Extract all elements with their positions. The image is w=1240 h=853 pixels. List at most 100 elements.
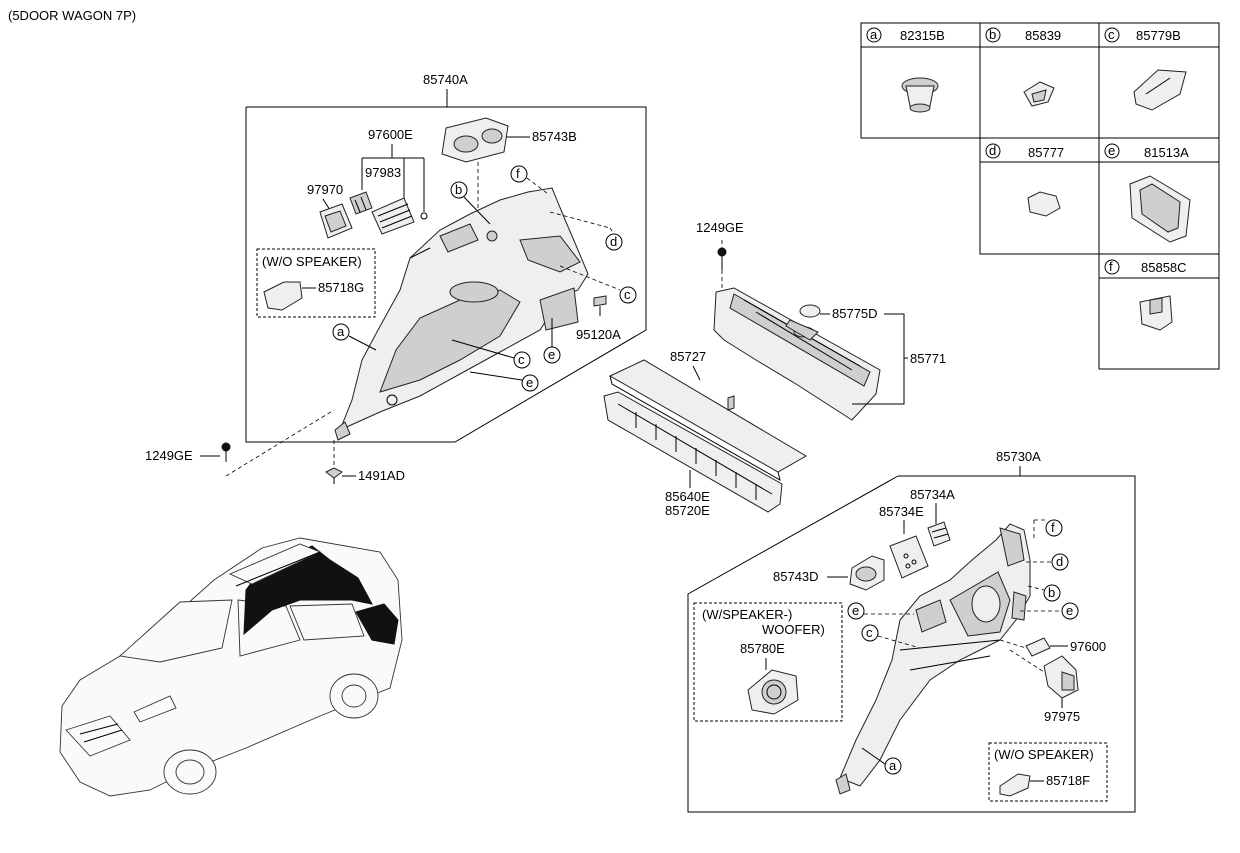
svg-text:a: a [337, 324, 345, 339]
label-85771: 85771 [910, 351, 946, 366]
callout-e-left-right: e [847, 602, 914, 620]
svg-text:e: e [548, 347, 555, 362]
cover-85718F [999, 773, 1031, 797]
svg-text:b: b [455, 182, 462, 197]
luggage-cover-85727 [608, 359, 807, 482]
label-85730A: 85730A [996, 449, 1041, 464]
left-quarter-trim-panel [334, 187, 589, 441]
legend-part-b: 85839 [1025, 28, 1061, 43]
callout-e-right: e [1020, 602, 1079, 620]
label-97983: 97983 [365, 165, 401, 180]
clip-1491AD [325, 467, 343, 484]
cover-85718G [263, 281, 303, 311]
svg-text:d: d [989, 143, 996, 158]
callout-c-lower-left: c [451, 339, 531, 369]
clip-85777-icon [1027, 191, 1061, 217]
screw-1249GE-center [717, 247, 727, 270]
speaker-grille-85780E [747, 669, 799, 715]
variant-w-speaker-woofer [693, 602, 843, 722]
callout-f-left: f [510, 165, 549, 195]
cup-holder-85743D [849, 555, 885, 591]
label-1249GE-left: 1249GE [145, 448, 193, 463]
variant-wo-speaker-right [988, 742, 1108, 802]
vent-97600 [1025, 637, 1051, 657]
legend-part-e: 81513A [1144, 145, 1189, 160]
svg-text:e: e [526, 375, 533, 390]
svg-text:c: c [866, 625, 873, 640]
callout-e-mid-left: e [543, 318, 561, 364]
legend-part-f: 85858C [1141, 260, 1187, 275]
clip-85779B-icon [1133, 69, 1187, 111]
label-85780E: 85780E [740, 641, 785, 656]
legend-cell-d: d 85777 [985, 143, 1064, 217]
trunk-sill-trim-85771 [713, 287, 881, 421]
legend-part-a: 82315B [900, 28, 945, 43]
clip-85775D [799, 304, 821, 318]
legend-part-c: 85779B [1136, 28, 1181, 43]
label-85718F: 85718F [1046, 773, 1090, 788]
clip-85839-icon [1023, 81, 1055, 107]
right-trim-assembly: 85730A 85734A 85734E 85743D [687, 449, 1136, 813]
svg-text:f: f [516, 166, 520, 181]
label-85718G: 85718G [318, 280, 364, 295]
vent-97975 [1043, 655, 1079, 699]
svg-text:d: d [610, 234, 617, 249]
legend-part-d: 85777 [1028, 145, 1064, 160]
center-parts: 1249GE 85775D 85771 85727 [603, 220, 946, 518]
callout-a-left: a [332, 323, 377, 351]
label-85740A: 85740A [423, 72, 468, 87]
callout-e-lower-left: e [469, 371, 539, 392]
svg-text:c: c [624, 287, 631, 302]
legend-cell-c: c 85779B [1104, 27, 1187, 111]
variant1-title-line1: (W/SPEAKER-) [702, 607, 792, 622]
callout-b-left: b [450, 181, 491, 225]
label-97975: 97975 [1044, 709, 1080, 724]
right-quarter-trim-panel [835, 523, 1031, 795]
svg-text:f: f [1109, 259, 1113, 274]
label-85743D: 85743D [773, 569, 819, 584]
clip-85858C-icon [1139, 295, 1173, 331]
fastener-legend: a 82315B b 85839 c 85779B [860, 22, 1220, 370]
vent-97600E [371, 197, 415, 235]
grille-85734A [927, 521, 951, 547]
label-1491AD: 1491AD [358, 468, 405, 483]
right-assembly-frame [687, 475, 1136, 813]
label-85640E: 85640E [665, 489, 710, 504]
left-trim-assembly: 85740A 97600E 97983 97970 85 [145, 72, 647, 484]
label-1249GE-center: 1249GE [696, 220, 744, 235]
svg-text:c: c [1108, 27, 1115, 42]
luggage-tray-85640E [603, 391, 783, 513]
svg-text:a: a [889, 758, 897, 773]
cup-holder-85743B [441, 117, 509, 163]
variant1-title-line2: WOOFER) [762, 622, 825, 637]
label-85720E: 85720E [665, 503, 710, 518]
legend-cell-b: b 85839 [985, 27, 1061, 107]
svg-text:e: e [852, 603, 859, 618]
callout-f-right: f [1033, 519, 1063, 540]
svg-text:f: f [1051, 520, 1055, 535]
svg-text:d: d [1056, 554, 1063, 569]
svg-text:c: c [518, 352, 525, 367]
label-85775D: 85775D [832, 306, 878, 321]
vehicle-illustration [59, 537, 403, 797]
variant-wo-speaker-left [256, 248, 376, 318]
diagram-header: (5DOOR WAGON 7P) [8, 8, 136, 23]
callout-c-right-left: c [559, 265, 637, 304]
screw-1249GE-left [221, 442, 231, 462]
legend-cell-f: f 85858C [1104, 259, 1187, 331]
svg-text:e: e [1108, 143, 1115, 158]
clip-95120A [593, 295, 607, 316]
label-97600: 97600 [1070, 639, 1106, 654]
label-97970: 97970 [307, 182, 343, 197]
svg-text:e: e [1066, 603, 1073, 618]
svg-text:a: a [870, 27, 878, 42]
left-assembly-frame [245, 106, 647, 443]
callout-b-right: b [1027, 584, 1061, 602]
variant-title-left: (W/O SPEAKER) [262, 254, 362, 269]
legend-cell-e: e 81513A [1104, 143, 1191, 243]
vent-97970 [319, 203, 353, 239]
label-97600E: 97600E [368, 127, 413, 142]
clip-81513A-icon [1129, 175, 1191, 243]
